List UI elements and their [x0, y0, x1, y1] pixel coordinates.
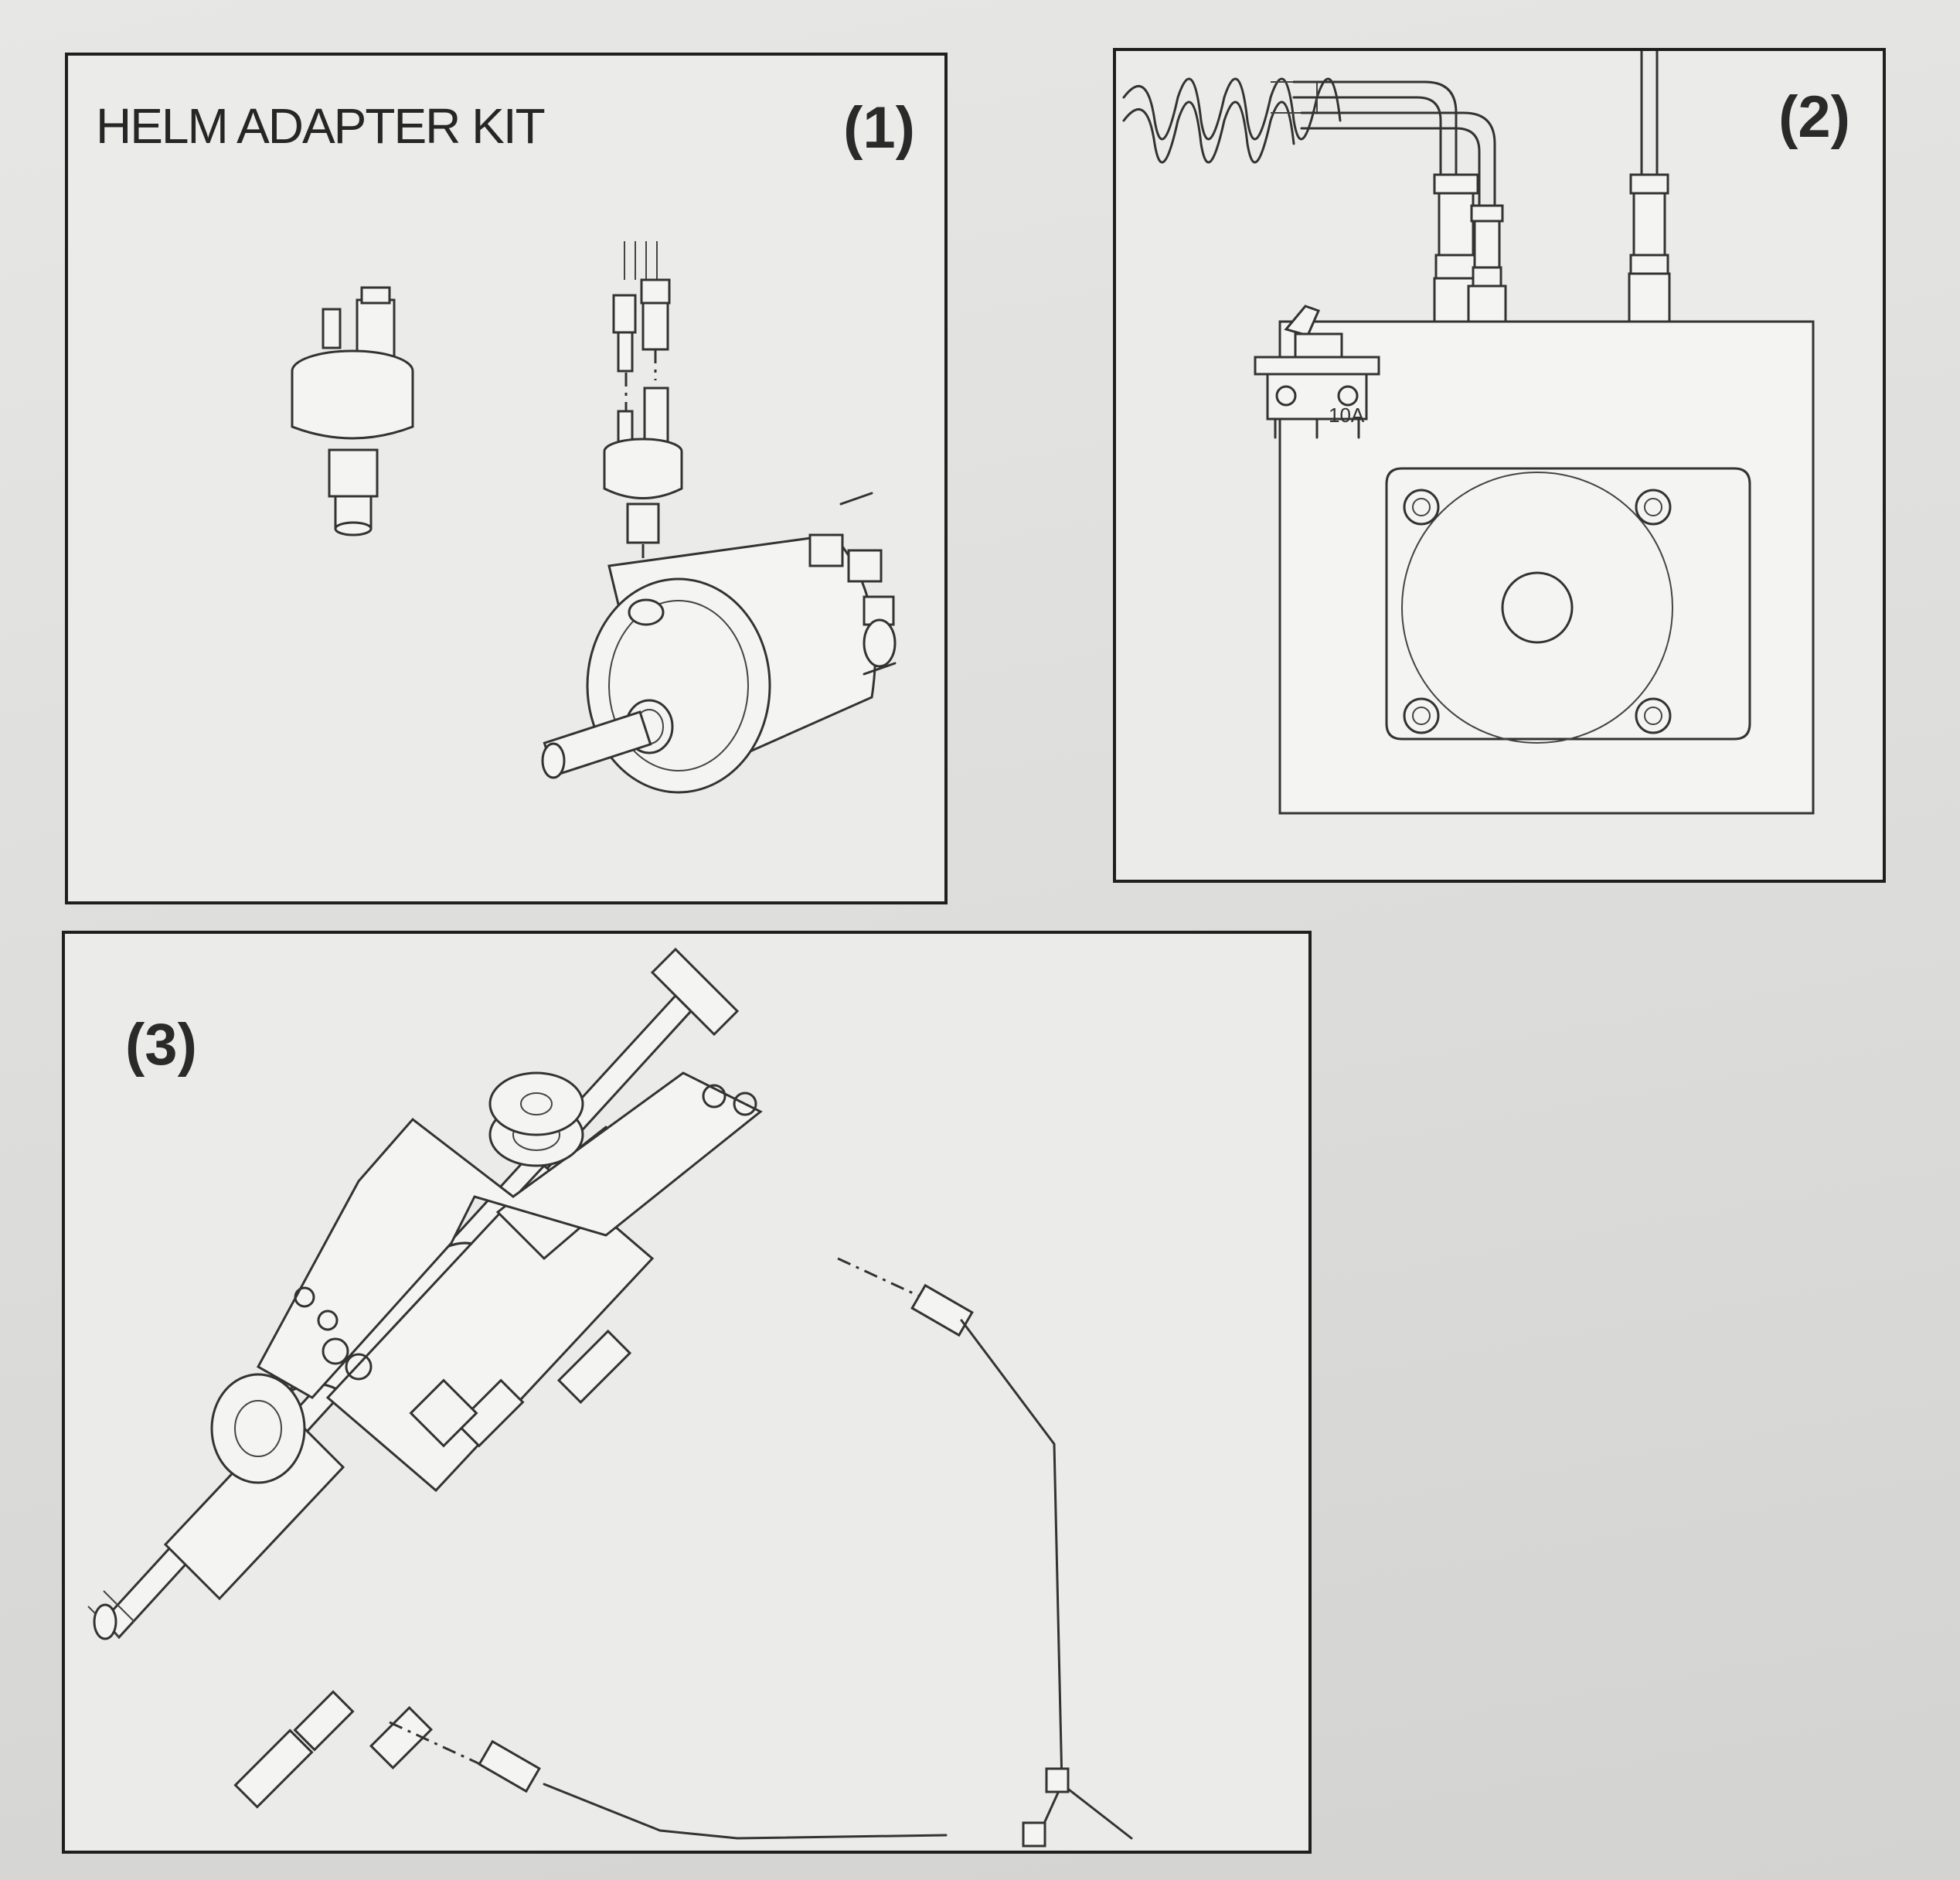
panel-title: HELM ADAPTER KIT — [96, 98, 546, 154]
panel-helm-adapter-kit: HELM ADAPTER KIT (1) — [65, 53, 948, 904]
toggle-switch-drawing — [1254, 305, 1380, 439]
step-number: (3) — [125, 1012, 197, 1078]
panel-cylinder-assembly: (3) — [62, 931, 1312, 1854]
hydraulic-lines-drawing — [1292, 51, 1671, 323]
pump-connection-illustration — [1122, 51, 1815, 815]
helm-pump-drawing — [541, 492, 897, 794]
adapter-fitting-drawing — [291, 286, 414, 536]
cylinder-assembly-illustration — [87, 947, 1133, 1848]
panel-pump-connections: 10A (2) — [1113, 48, 1886, 883]
coiled-wire-drawing — [1122, 77, 1342, 164]
hose-fittings-drawing — [603, 241, 683, 597]
step-number: (2) — [1778, 84, 1850, 150]
pump-housing-drawing — [1278, 320, 1815, 815]
helm-adapter-illustration — [291, 241, 897, 794]
switch-rating-label: 10A — [1329, 404, 1365, 427]
step-number: (1) — [843, 95, 915, 161]
hose-fittings-drawing — [233, 1329, 632, 1809]
hydraulic-hose-drawing — [389, 1257, 1133, 1848]
mounting-bracket-drawing — [256, 1071, 763, 1399]
